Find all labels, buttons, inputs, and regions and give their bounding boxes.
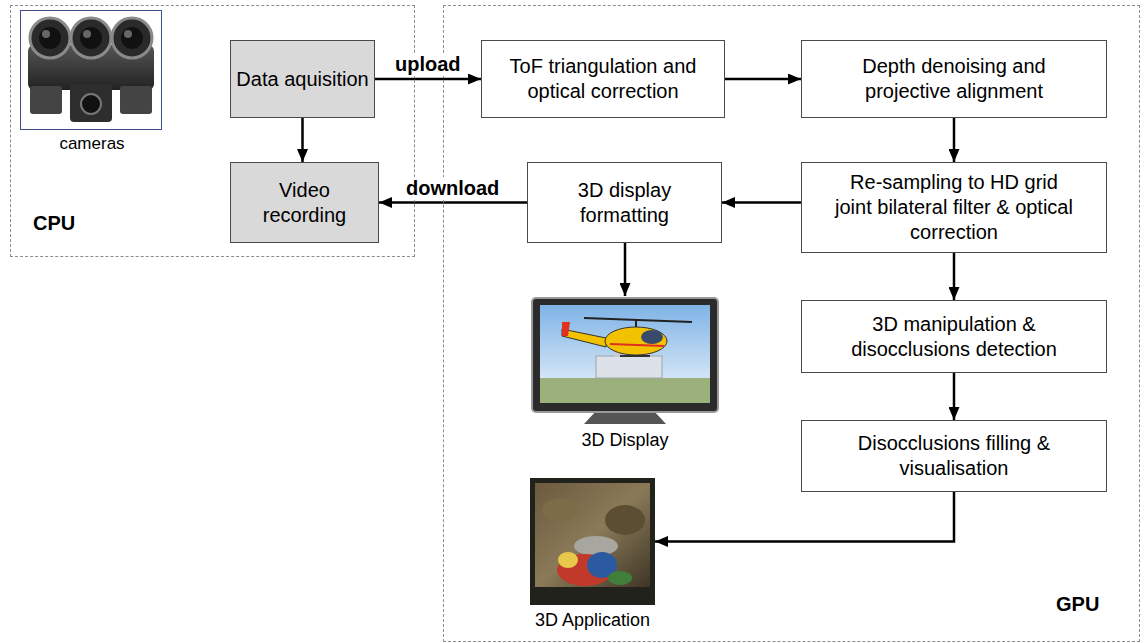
- camera-image: cameras: [20, 10, 162, 130]
- shape-ellipse: [605, 327, 667, 355]
- box-label: ToF triangulation and optical correction: [488, 54, 718, 104]
- shape-ellipse: [608, 571, 632, 585]
- box-label: Video recording: [237, 178, 372, 228]
- shape-circle: [83, 30, 91, 38]
- shape-line: [635, 320, 637, 327]
- shape-rect: [120, 86, 152, 114]
- image-caption: 3D Display: [510, 430, 740, 451]
- shape-circle: [112, 18, 152, 58]
- process-box: 3D display formatting: [527, 162, 722, 243]
- shape-ellipse: [558, 552, 578, 568]
- arrow-connector: [375, 78, 481, 81]
- shape-rect: [30, 86, 62, 114]
- box-label: Re-sampling to HD grid joint bilateral f…: [829, 170, 1079, 245]
- shape-circle: [121, 27, 143, 49]
- shape-circle: [71, 18, 111, 58]
- arrow-connector: [624, 243, 627, 296]
- shape-rect: [70, 84, 112, 122]
- arrow-connector: [953, 373, 956, 420]
- shape-circle: [124, 30, 132, 38]
- process-box: 3D manipulation & disocclusions detectio…: [801, 300, 1107, 373]
- shape-rect: [532, 298, 718, 412]
- shape-circle: [42, 30, 50, 38]
- process-box: Data aquisition: [230, 40, 375, 118]
- shape-rect: [596, 356, 662, 378]
- shape-circle: [39, 27, 61, 49]
- shape-line: [620, 355, 650, 357]
- gpu-region: GPU ToF triangulation and optical correct…: [443, 5, 1140, 642]
- shape-circle: [81, 94, 101, 114]
- image-caption: 3D Application: [510, 610, 675, 631]
- arrow-connector: [722, 201, 801, 204]
- shape-circle: [30, 18, 70, 58]
- arrow-connector: [953, 253, 956, 300]
- region-label: GPU: [1056, 593, 1099, 616]
- shape-ellipse: [574, 536, 618, 556]
- tv-illustration: [532, 298, 718, 424]
- arrow-connector: [379, 201, 527, 204]
- region-label: CPU: [33, 212, 75, 235]
- process-box: ToF triangulation and optical correction: [481, 40, 725, 118]
- display-image: 3D Display: [530, 296, 720, 425]
- shape-circle: [80, 27, 102, 49]
- box-label: 3D display formatting: [540, 178, 710, 228]
- box-label: 3D manipulation & disocclusions detectio…: [824, 312, 1084, 362]
- shape-rect: [540, 305, 710, 403]
- image-caption: cameras: [1, 134, 183, 154]
- edge-label: download: [404, 177, 501, 200]
- process-box: Video recording: [230, 162, 379, 243]
- edge-label: upload: [393, 53, 463, 76]
- box-label: Data aquisition: [236, 67, 368, 92]
- box-label: Disocclusions filling & visualisation: [824, 431, 1084, 481]
- cpu-region: CPU cameras Data aquisitionVideo recording: [10, 5, 415, 257]
- arrow-connector: [301, 118, 304, 162]
- shape-polygon: [562, 322, 570, 336]
- box-label: Depth denoising and projective alignment: [819, 54, 1089, 104]
- camera-illustration: [28, 18, 154, 122]
- process-box: Disocclusions filling & visualisation: [801, 420, 1107, 492]
- shape-ellipse: [542, 498, 578, 522]
- process-box: Depth denoising and projective alignment: [801, 40, 1107, 118]
- arrow-connector: [655, 492, 954, 542]
- arrow-connector: [725, 78, 801, 81]
- shape-line: [610, 344, 664, 346]
- shape-rect: [535, 483, 650, 587]
- shape-line: [584, 318, 692, 322]
- shape-ellipse: [605, 505, 645, 535]
- process-box: Re-sampling to HD grid joint bilateral f…: [801, 162, 1107, 253]
- shape-rect: [530, 478, 655, 605]
- arrow-connector: [953, 118, 956, 162]
- application-image: 3D Application: [530, 478, 655, 605]
- application-illustration: [530, 478, 655, 605]
- shape-rect: [540, 378, 710, 403]
- shape-ellipse: [641, 330, 663, 344]
